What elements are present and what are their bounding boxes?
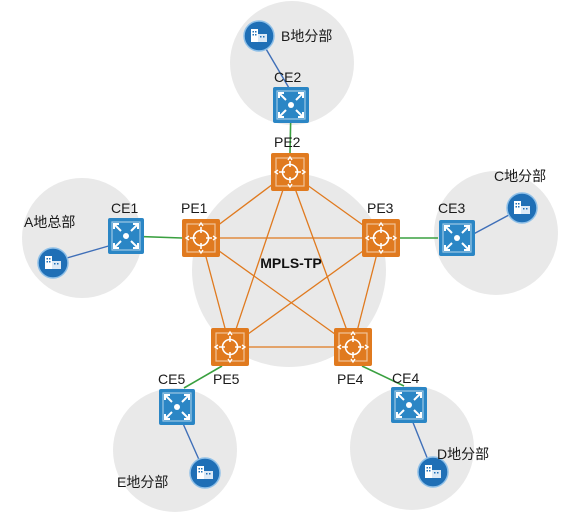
- site-d-label: D地分部: [437, 446, 489, 462]
- site-e-label: E地分部: [117, 474, 168, 490]
- site-b-building-icon: [243, 20, 275, 52]
- ce1-switch-icon: [107, 217, 145, 255]
- site-a-label: A地总部: [24, 214, 75, 230]
- site-c-building-icon: [506, 192, 538, 224]
- ce3-label: CE3: [438, 200, 465, 216]
- pe4-router-icon: [333, 327, 373, 367]
- ce3-switch-icon: [438, 219, 476, 257]
- pe4-label: PE4: [337, 371, 364, 387]
- core-bubble: [192, 173, 386, 367]
- ce4-label: CE4: [392, 370, 419, 386]
- pe5-router-icon: [210, 327, 250, 367]
- ce2-switch-icon: [272, 86, 310, 124]
- pe3-label: PE3: [367, 200, 394, 216]
- pe2-router-icon: [270, 152, 310, 192]
- site-c-label: C地分部: [494, 168, 546, 184]
- ce4-switch-icon: [390, 386, 428, 424]
- ce5-label: CE5: [158, 371, 185, 387]
- site-b-label: B地分部: [281, 28, 332, 44]
- core-network-label: MPLS-TP: [260, 255, 321, 271]
- ce2-label: CE2: [274, 69, 301, 85]
- pe5-label: PE5: [213, 371, 240, 387]
- pe2-label: PE2: [274, 134, 301, 150]
- ce5-switch-icon: [158, 388, 196, 426]
- site-a-building-icon: [37, 247, 69, 279]
- ce1-label: CE1: [111, 200, 138, 216]
- pe1-router-icon: [181, 218, 221, 258]
- pe1-label: PE1: [181, 200, 208, 216]
- pe3-router-icon: [361, 218, 401, 258]
- site-e-building-icon: [189, 457, 221, 489]
